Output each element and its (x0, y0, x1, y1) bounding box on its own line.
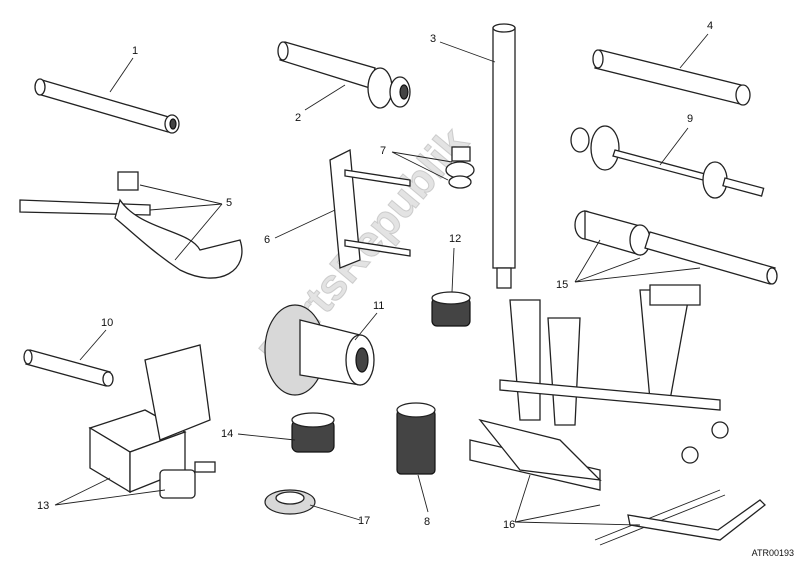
callout-17: 17 (358, 515, 371, 527)
part-8-socket (396, 402, 436, 475)
callout-12: 12 (449, 233, 462, 245)
callout-5: 5 (226, 197, 233, 209)
callout-14: 14 (221, 428, 234, 440)
part-16-stand-jack (469, 284, 766, 546)
leader-lines (54, 33, 709, 526)
callout-13: 13 (37, 500, 50, 512)
part-15-bushings (574, 210, 778, 285)
callout-8: 8 (424, 516, 431, 528)
part-4-pin (592, 49, 751, 106)
callout-4: 4 (707, 20, 714, 32)
callout-1: 1 (132, 45, 139, 57)
callout-11: 11 (373, 300, 385, 312)
callout-16: 16 (503, 519, 516, 531)
part-6-bracket (329, 148, 411, 269)
callout-7: 7 (380, 145, 387, 157)
part-9-puller (570, 125, 765, 199)
callout-2: 2 (295, 112, 302, 124)
callout-6: 6 (264, 234, 271, 246)
part-3-rod (492, 23, 516, 289)
callout-10: 10 (101, 317, 114, 329)
part-7-fitting (445, 146, 475, 189)
part-2-pin (277, 41, 411, 109)
callout-3: 3 (430, 33, 437, 45)
part-5-wrench-set (19, 171, 243, 279)
part-1-tube (34, 78, 180, 134)
part-11-adapter (264, 304, 375, 396)
part-17-ring (264, 489, 316, 515)
callout-9: 9 (687, 113, 694, 125)
drawing-code: ATR00193 (751, 548, 794, 558)
callout-15: 15 (556, 279, 569, 291)
part-13-kit-box (88, 344, 216, 499)
part-14-bushing (291, 412, 335, 453)
part-10-pin (23, 349, 114, 387)
part-12-bushing (431, 291, 471, 327)
